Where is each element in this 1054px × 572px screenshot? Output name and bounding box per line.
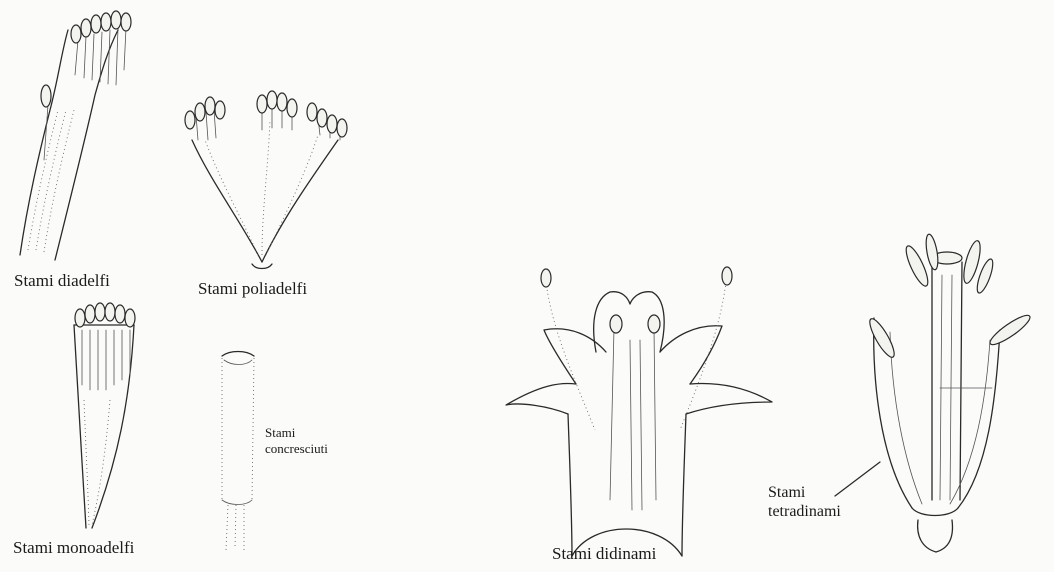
label-stami-tetradinami: Stami tetradinami [768, 483, 841, 521]
label-tetradinami-line2: tetradinami [768, 502, 841, 521]
label-concresciuti-line2: concresciuti [265, 441, 328, 457]
label-stami-concresciuti: Stami concresciuti [265, 425, 328, 457]
poliadelfi-illustration [185, 91, 347, 269]
tetradinami-leader-line [835, 462, 880, 496]
label-concresciuti-line1: Stami [265, 425, 328, 441]
monoadelfi-illustration [74, 303, 135, 528]
tetradinami-illustration [835, 233, 1033, 552]
didinami-illustration [506, 267, 772, 556]
label-stami-monoadelfi: Stami monoadelfi [13, 538, 134, 558]
label-stami-poliadelfi: Stami poliadelfi [198, 279, 307, 299]
diadelfi-illustration [20, 11, 131, 260]
label-stami-didinami: Stami didinami [552, 544, 656, 564]
label-stami-diadelfi: Stami diadelfi [14, 271, 110, 291]
label-tetradinami-line1: Stami [768, 483, 841, 502]
concresciuti-illustration [222, 352, 254, 551]
